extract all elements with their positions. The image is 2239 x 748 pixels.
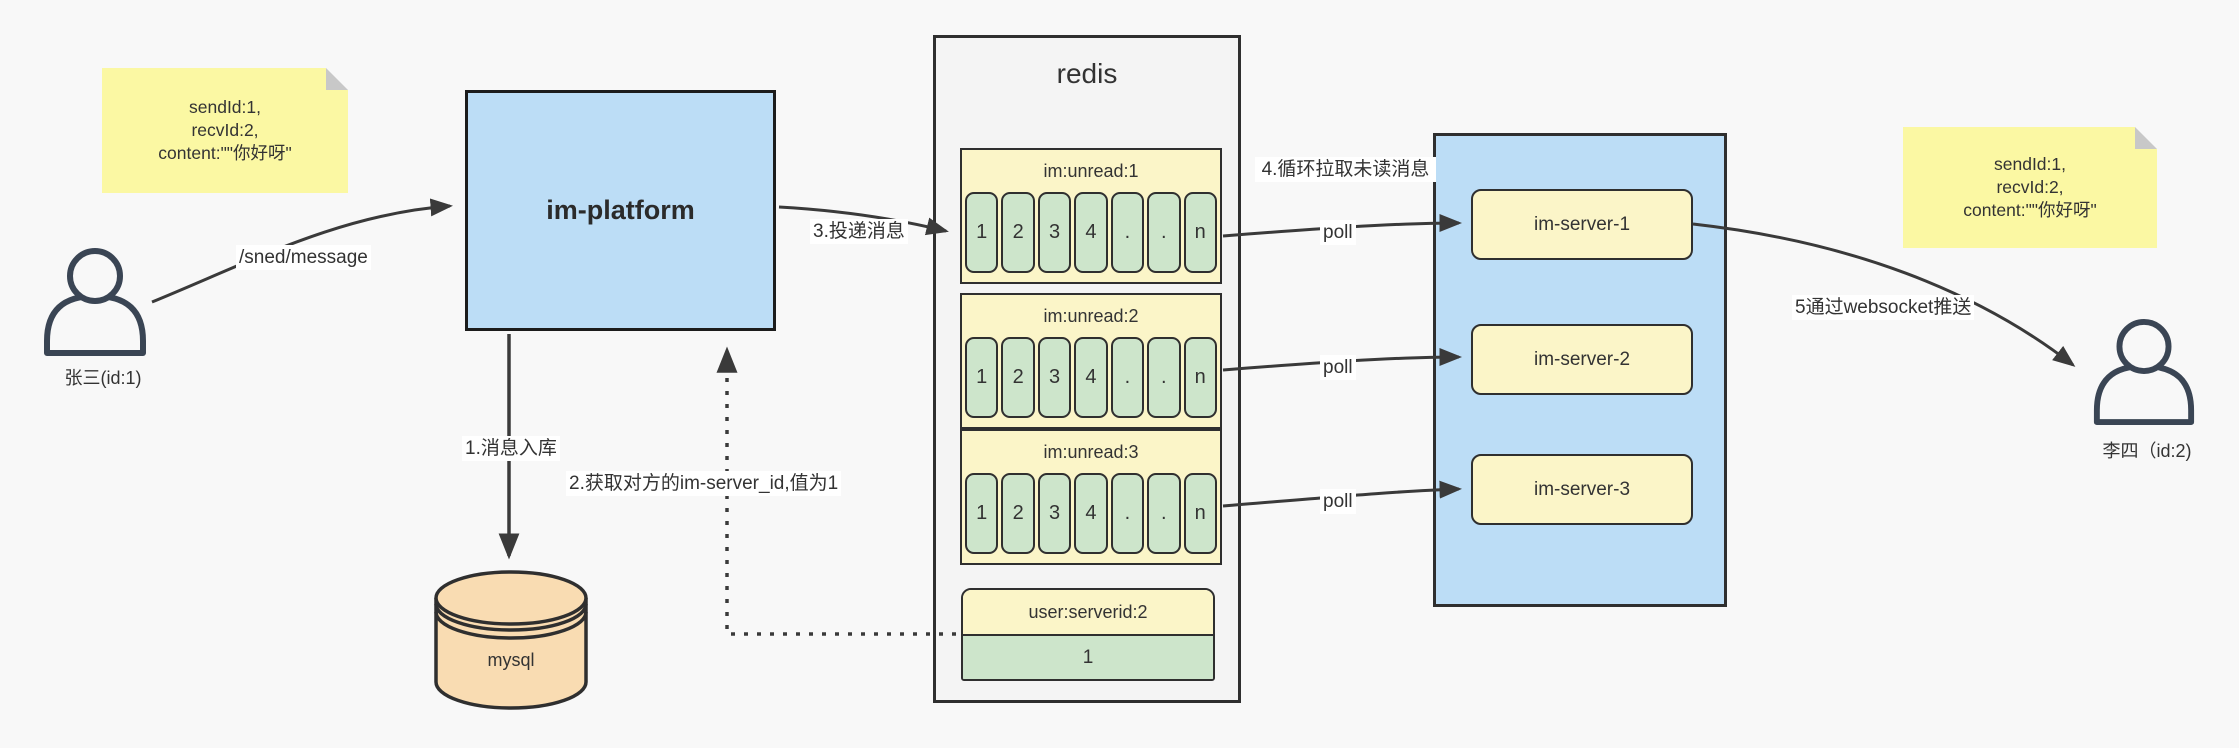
im-platform-label: im-platform [546, 195, 695, 225]
queue-name: im:unread:2 [1043, 305, 1139, 326]
user-icon [2093, 318, 2195, 426]
queue-cell: 3 [1037, 192, 1072, 273]
user-serverid-box: user:serverid:2 1 [961, 588, 1215, 681]
queue-name: im:unread:3 [1043, 441, 1139, 462]
redis-title: redis [1056, 58, 1118, 89]
note-line: content:""你好呀" [158, 143, 292, 163]
im-server-3-label: im-server-3 [1533, 478, 1631, 500]
queue-cell: 1 [965, 473, 999, 554]
queue-cell: 3 [1037, 473, 1072, 554]
queue-cells: 1 2 3 4 . . n [962, 473, 1220, 554]
receiver-label: 李四（id:2) [2102, 441, 2192, 461]
queue-cell: 1 [965, 337, 999, 418]
label-send-message: /sned/message [236, 245, 371, 270]
im-server-1-label: im-server-1 [1533, 213, 1631, 235]
label-poll-1: poll [1320, 220, 1356, 245]
queue-cell: . [1147, 192, 1181, 273]
queue-cells: 1 2 3 4 . . n [962, 337, 1220, 418]
user-icon [44, 248, 146, 356]
database-label: mysql [487, 650, 535, 670]
im-platform-box: im-platform [465, 90, 776, 331]
im-server-3-box: im-server-3 [1471, 454, 1693, 525]
note-line: content:""你好呀" [1963, 200, 2097, 220]
label-poll-2: poll [1320, 355, 1356, 380]
note-left: sendId:1, recvId:2, content:""你好呀" [102, 68, 348, 193]
im-server-1-box: im-server-1 [1471, 189, 1693, 260]
note-right: sendId:1, recvId:2, content:""你好呀" [1903, 127, 2157, 248]
queue-im-unread-3: im:unread:3 1 2 3 4 . . n [960, 429, 1222, 565]
note-line: recvId:2, [191, 120, 259, 140]
sender-label: 张三(id:1) [64, 368, 142, 388]
label-poll-3: poll [1320, 489, 1356, 514]
queue-cells: 1 2 3 4 . . n [962, 192, 1220, 273]
queue-cell: 3 [1037, 337, 1072, 418]
queue-cell: n [1183, 473, 1217, 554]
queue-im-unread-2: im:unread:2 1 2 3 4 . . n [960, 293, 1222, 429]
queue-cell: 2 [1001, 192, 1035, 273]
label-step4: 4.循环拉取未读消息 [1255, 157, 1436, 182]
queue-cell: . [1110, 337, 1145, 418]
queue-im-unread-1: im:unread:1 1 2 3 4 . . n [960, 148, 1222, 284]
im-server-2-box: im-server-2 [1471, 324, 1693, 395]
kv-value: 1 [963, 636, 1213, 679]
queue-cell: 4 [1074, 192, 1108, 273]
im-server-group: im-server-1 im-server-2 im-server-3 [1433, 133, 1727, 607]
label-step1: 1.消息入库 [462, 436, 560, 461]
database-icon [434, 570, 588, 710]
note-line: sendId:1, [189, 97, 261, 117]
queue-cell: 2 [1001, 337, 1035, 418]
queue-cell: . [1110, 192, 1145, 273]
queue-cell: . [1110, 473, 1145, 554]
queue-cell: 1 [965, 192, 999, 273]
note-line: recvId:2, [1996, 177, 2064, 197]
queue-name: im:unread:1 [1043, 160, 1139, 181]
queue-cell: n [1183, 192, 1217, 273]
queue-cell: 2 [1001, 473, 1035, 554]
kv-key: user:serverid:2 [963, 590, 1213, 636]
queue-cell: 4 [1074, 473, 1108, 554]
queue-cell: 4 [1074, 337, 1108, 418]
queue-cell: . [1147, 473, 1181, 554]
label-step2: 2.获取对方的im-server_id,值为1 [566, 471, 842, 496]
im-server-2-label: im-server-2 [1533, 348, 1631, 370]
label-step3: 3.投递消息 [810, 219, 908, 244]
label-step5: 5通过websocket推送 [1792, 295, 1975, 320]
redis-container: redis im:unread:1 1 2 3 4 . . n im:unrea… [933, 35, 1241, 703]
queue-cell: n [1183, 337, 1217, 418]
queue-cell: . [1147, 337, 1181, 418]
note-line: sendId:1, [1994, 154, 2066, 174]
